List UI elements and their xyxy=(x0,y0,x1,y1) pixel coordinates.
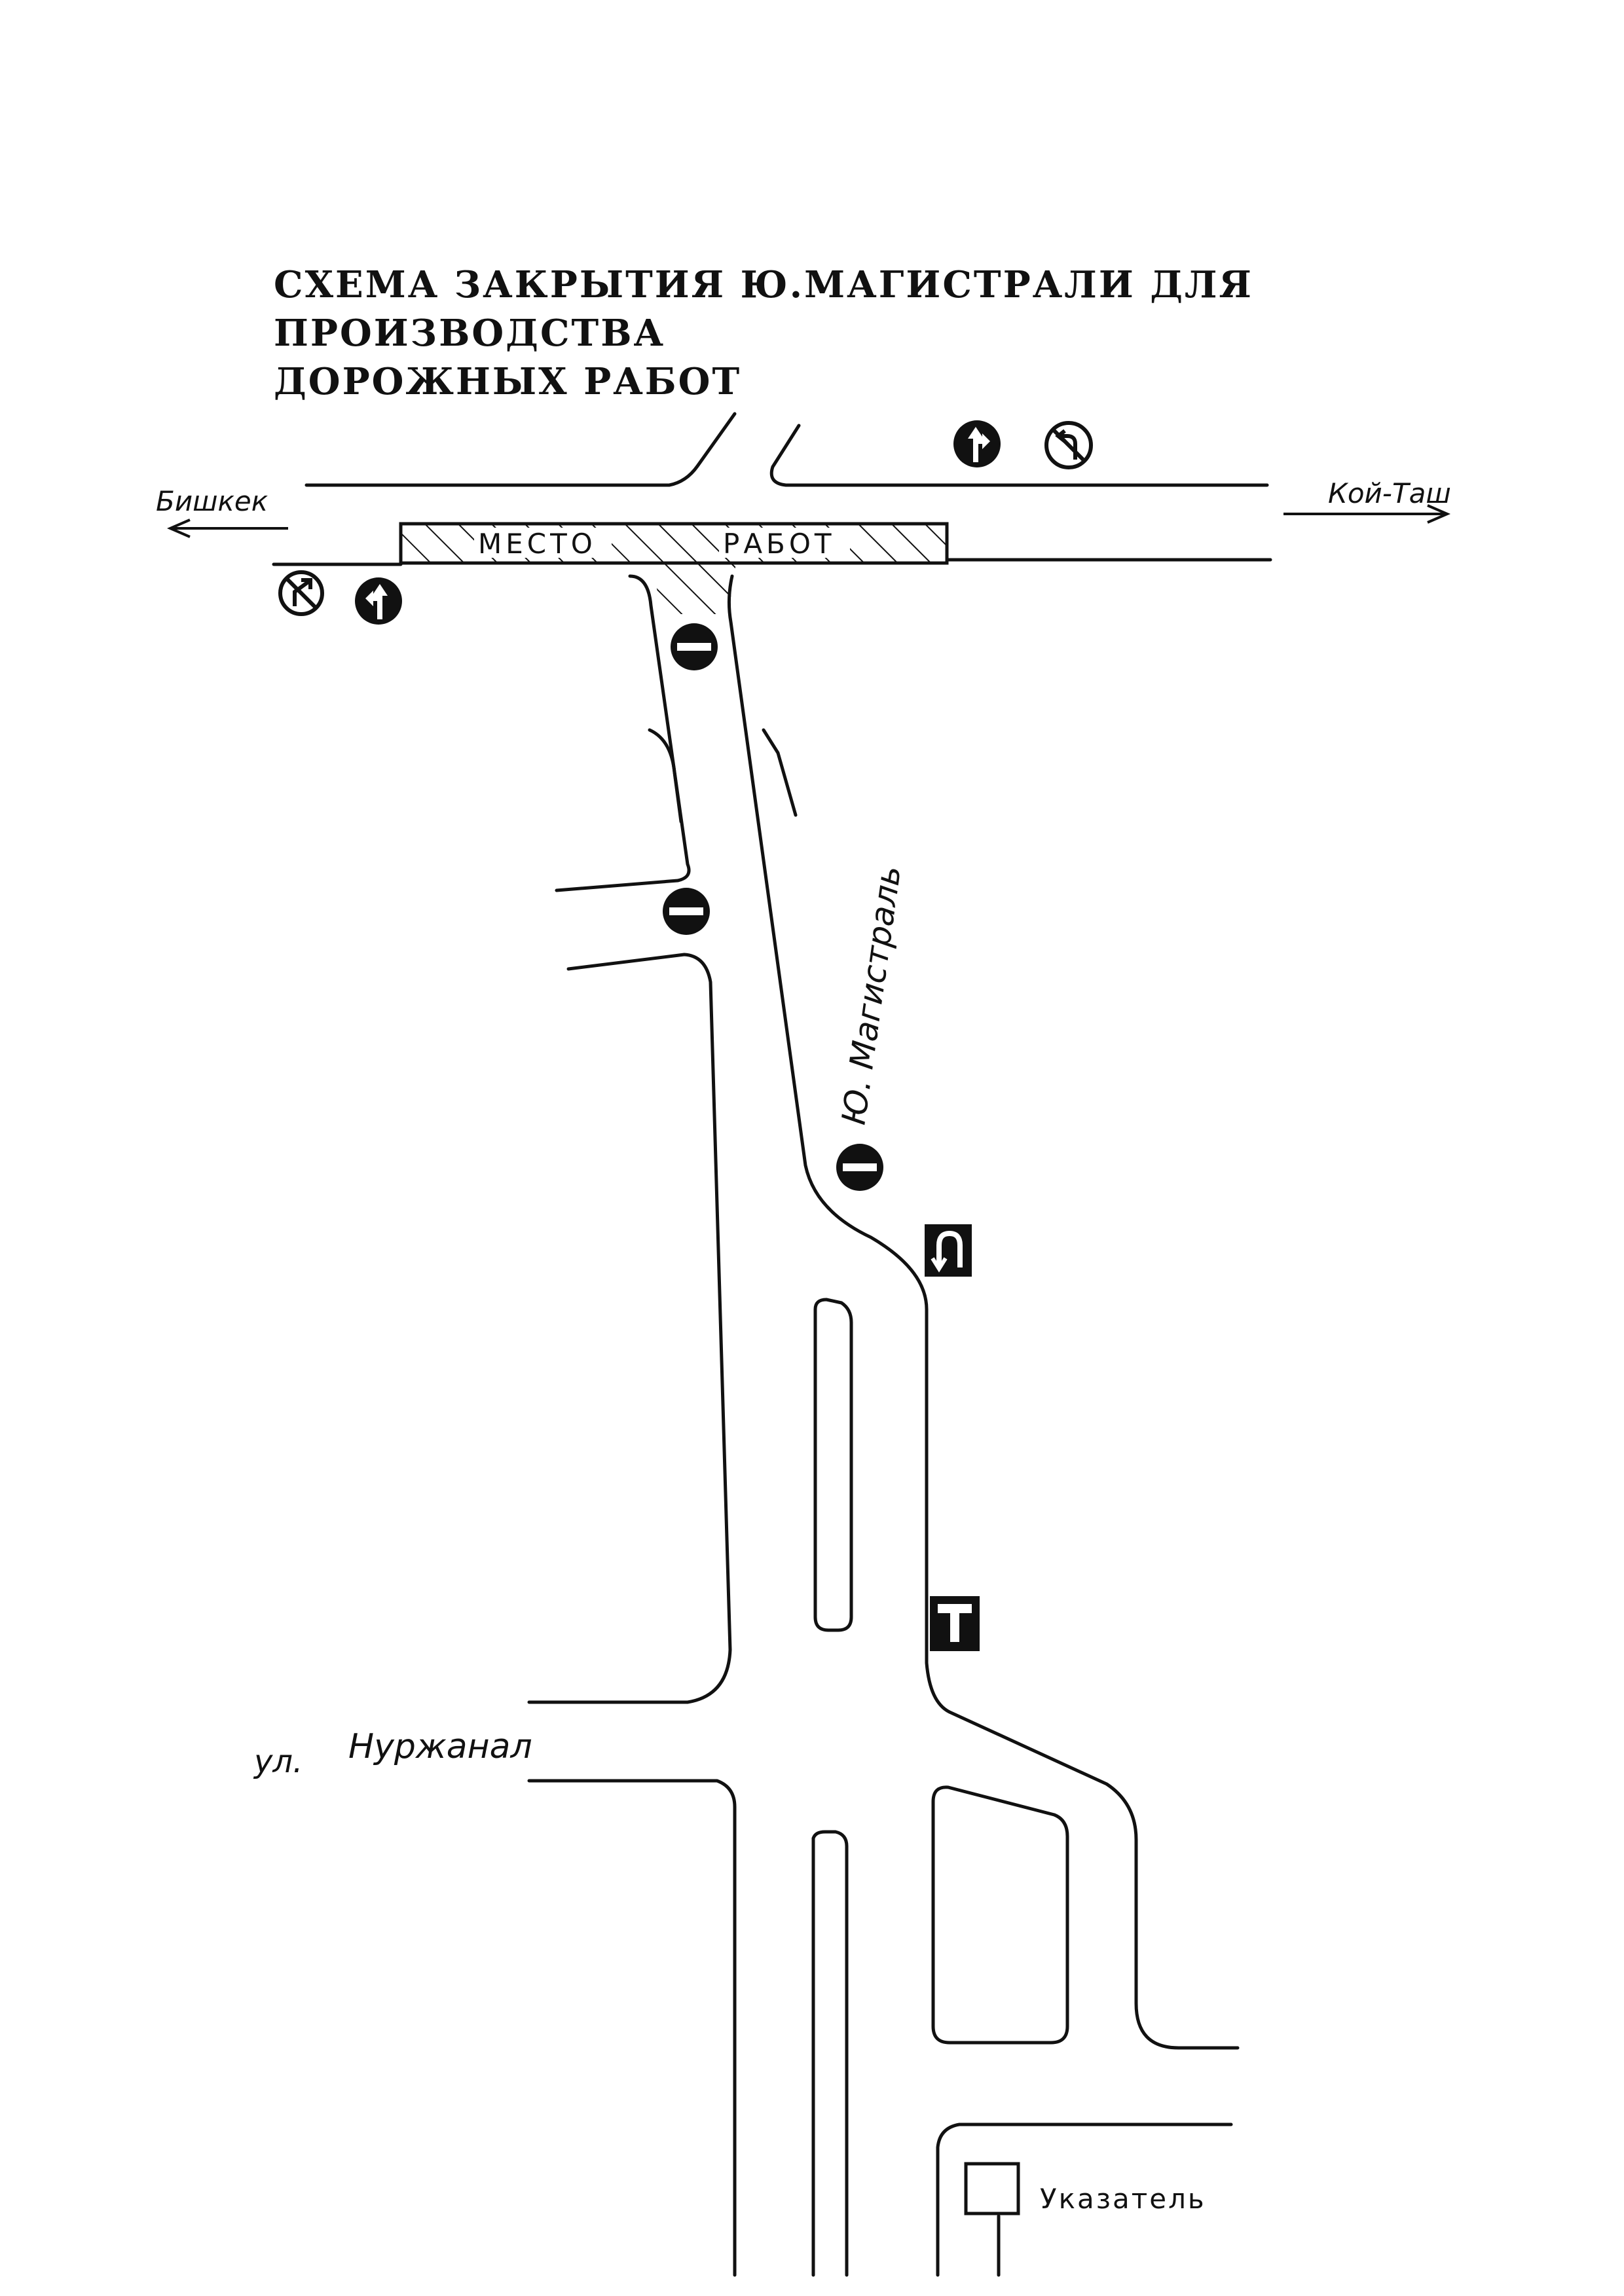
label-nurzhanal: Нуржанал xyxy=(348,1727,532,1766)
arrow-to-bishkek xyxy=(166,519,288,538)
no-entry-sign-icon xyxy=(671,623,718,670)
label-sign-pointer: Указатель xyxy=(1040,2183,1206,2215)
work-zone-label-2: РАБОТ xyxy=(723,528,836,560)
straight-or-left-arrow-sign-icon xyxy=(355,577,402,625)
upper-road xyxy=(272,412,1272,566)
label-street-prefix: ул. xyxy=(253,1743,303,1780)
title-line-1: СХЕМА ЗАКРЫТИЯ Ю.МАГИСТРАЛИ ДЛЯ ПРОИЗВОД… xyxy=(274,263,1253,355)
label-bishkek: Бишкек xyxy=(156,485,268,517)
label-koi-tash: Кой-Таш xyxy=(1328,477,1451,509)
page-title: СХЕМА ЗАКРЫТИЯ Ю.МАГИСТРАЛИ ДЛЯ ПРОИЗВОД… xyxy=(274,261,1452,406)
no-entry-sign-icon xyxy=(836,1144,883,1191)
title-line-2: ДОРОЖНЫХ РАБОТ xyxy=(274,360,742,403)
arrow-to-koi-tash xyxy=(1283,504,1451,524)
no-right-turn-sign-icon xyxy=(278,570,324,616)
work-zone: МЕСТО РАБОТ xyxy=(399,522,949,614)
no-left-turn-sign-icon xyxy=(1044,421,1093,469)
u-turn-sign-icon xyxy=(925,1224,972,1277)
pointer-sign-icon xyxy=(964,2162,1020,2215)
main-road xyxy=(527,574,1240,2277)
dead-end-sign-icon xyxy=(930,1596,980,1651)
no-entry-sign-icon xyxy=(663,888,710,935)
label-main-road: Ю. Магистраль xyxy=(834,864,908,1127)
medians xyxy=(811,1298,1233,2277)
straight-or-right-arrow-sign-icon xyxy=(953,420,1001,467)
work-zone-label-1: МЕСТО xyxy=(478,528,597,560)
